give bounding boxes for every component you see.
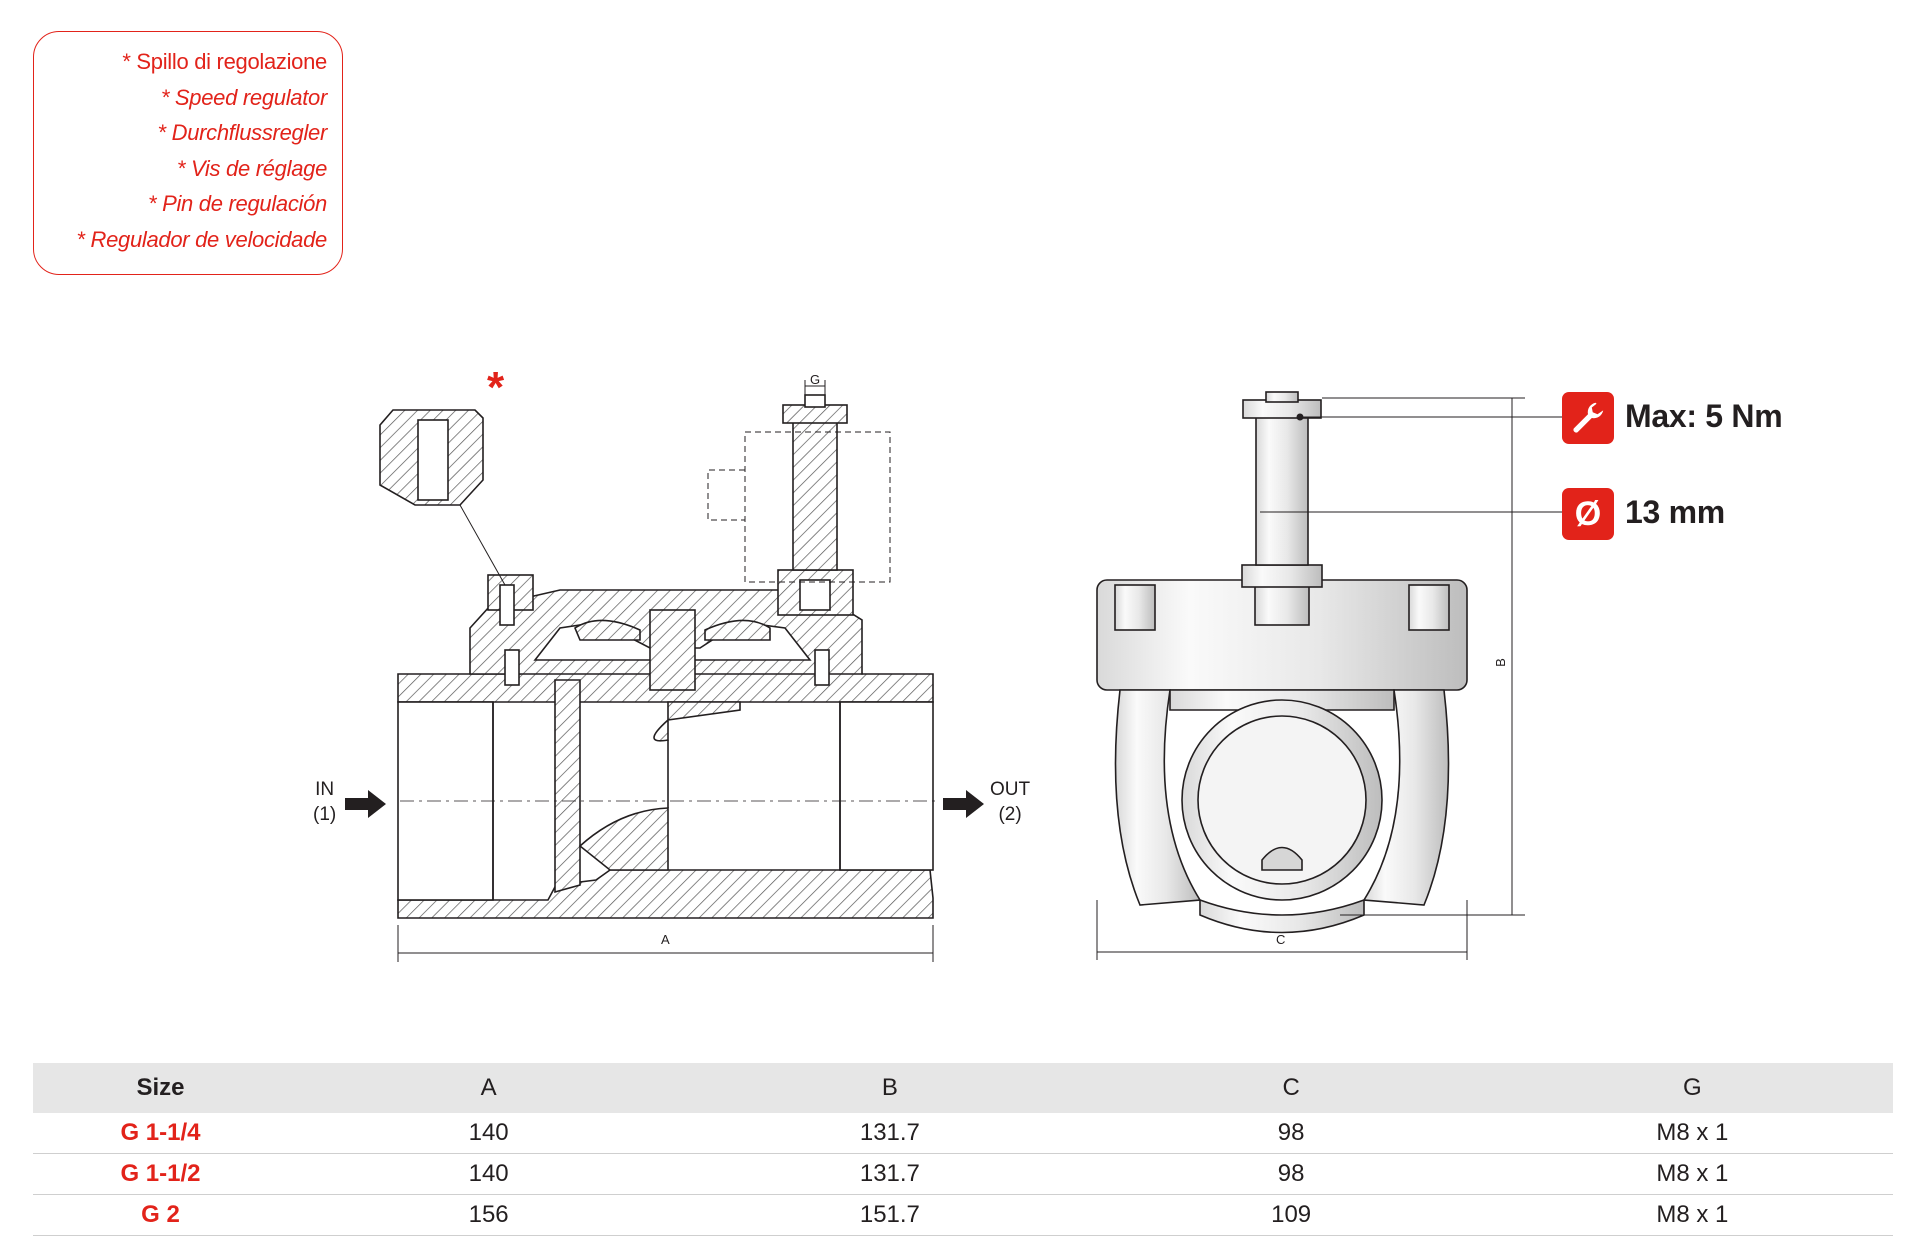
side-view [1096, 391, 1468, 934]
legend-translation-de: * Durchflussregler [157, 120, 328, 145]
inlet-port: (1) [313, 804, 337, 825]
outlet-port: (2) [998, 804, 1022, 825]
dimension-g-label: G [810, 372, 821, 387]
header-size: Size [33, 1063, 288, 1113]
g-cell: M8 x 1 [1491, 1153, 1893, 1195]
header-b: B [689, 1063, 1091, 1113]
inlet-text: IN [315, 779, 335, 800]
speed-regulator-legend: * Spillo di regolazione * Speed regulato… [33, 31, 343, 275]
header-c: C [1090, 1063, 1492, 1113]
dimension-b-label: B [1492, 658, 1508, 667]
section-view [379, 380, 935, 962]
diameter-icon: Ø [1562, 488, 1614, 540]
diameter-symbol: Ø [1574, 495, 1602, 533]
dimension-a-label: A [661, 932, 670, 947]
c-cell: 98 [1090, 1113, 1492, 1154]
size-cell: G 2 [33, 1194, 288, 1236]
legend-translation-fr: * Vis de réglage [176, 155, 327, 181]
legend-translation-es: * Pin de regulación [148, 191, 327, 216]
size-cell: G 1-1/4 [33, 1113, 288, 1154]
c-cell: 109 [1090, 1194, 1492, 1236]
b-cell: 151.7 [689, 1194, 1091, 1236]
a-cell: 156 [288, 1194, 690, 1236]
header-g: G [1491, 1063, 1893, 1113]
a-cell: 140 [288, 1153, 690, 1195]
size-cell: G 1-1/2 [33, 1153, 288, 1195]
wrench-icon [1562, 392, 1614, 444]
table-row: G 2 156 151.7 109 M8 x 1 [33, 1194, 1893, 1236]
header-a: A [288, 1063, 690, 1113]
b-cell: 131.7 [689, 1113, 1091, 1154]
outlet-label: OUT (2) [990, 777, 1030, 827]
b-cell: 131.7 [689, 1153, 1091, 1195]
table-row: G 1-1/4 140 131.7 98 M8 x 1 [33, 1113, 1893, 1154]
torque-callout: Max: 5 Nm [1625, 398, 1783, 434]
g-cell: M8 x 1 [1491, 1194, 1893, 1236]
dimensions-table: Size A B C G G 1-1/4 140 131.7 98 M8 x 1… [33, 1063, 1893, 1236]
c-cell: 98 [1090, 1153, 1492, 1195]
table-row: G 1-1/2 140 131.7 98 M8 x 1 [33, 1153, 1893, 1195]
table-header-row: Size A B C G [33, 1063, 1893, 1113]
inlet-arrow-icon [345, 790, 386, 818]
legend-translation-pt: * Regulador de velocidade [76, 226, 327, 252]
speed-regulator-asterisk: * [487, 363, 505, 412]
inlet-label: IN (1) [313, 777, 336, 827]
diameter-callout: 13 mm [1625, 494, 1725, 530]
dimension-c-label: C [1276, 932, 1286, 947]
legend-title: * Spillo di regolazione [122, 49, 327, 74]
legend-translation-en: * Speed regulator [160, 84, 327, 110]
a-cell: 140 [288, 1113, 690, 1154]
g-cell: M8 x 1 [1491, 1113, 1893, 1154]
outlet-arrow-icon [943, 790, 984, 818]
outlet-text: OUT [990, 779, 1031, 800]
